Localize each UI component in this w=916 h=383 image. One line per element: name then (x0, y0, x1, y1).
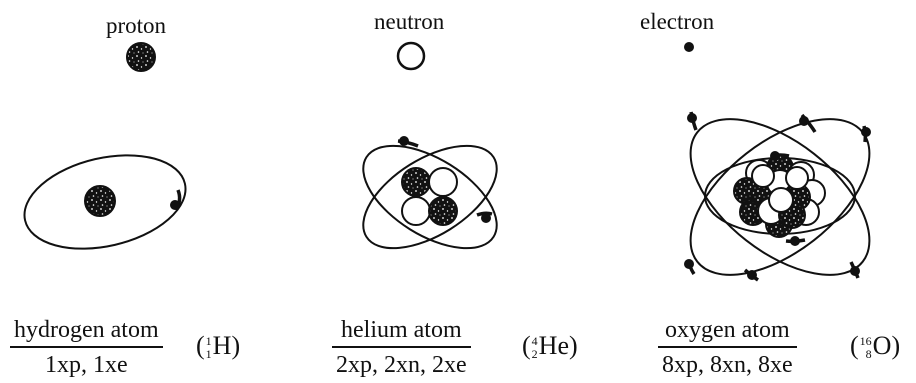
helium-composition: 2xp, 2xn, 2xe (336, 352, 467, 378)
hydrogen-atomic-number: 1 (205, 347, 212, 362)
proton-label: proton (106, 13, 167, 38)
oxygen-neutron (751, 164, 775, 188)
helium-neutron (428, 167, 458, 197)
helium-proton (401, 167, 431, 197)
oxygen-electron (799, 113, 817, 133)
hydrogen-mass-number: 1 (205, 334, 212, 349)
electron-legend-icon (684, 42, 694, 52)
oxygen-composition: 8xp, 8xn, 8xe (662, 352, 793, 378)
helium-caption: helium atom 2xp, 2xn, 2xe (332, 318, 471, 377)
helium-atomic-number: 2 (531, 347, 538, 362)
oxygen-electron (785, 236, 806, 246)
helium-name: helium atom (332, 318, 471, 348)
hydrogen-caption: hydrogen atom 1xp, 1xe (10, 318, 163, 377)
hydrogen-electron (170, 189, 182, 211)
helium-neutron (401, 196, 431, 226)
oxygen-electron (743, 268, 759, 282)
oxygen-element-symbol: O (872, 331, 892, 360)
hydrogen-proton (84, 185, 116, 217)
hydrogen-element-symbol: H (212, 331, 232, 360)
hydrogen-orbit (23, 154, 187, 250)
helium-orbit-2 (362, 144, 498, 250)
oxygen-electron (770, 151, 790, 161)
oxygen-atomic-number: 8 (865, 347, 872, 362)
hydrogen-atom-model (23, 154, 187, 250)
hydrogen-name: hydrogen atom (10, 318, 163, 348)
electron-label: electron (640, 9, 715, 34)
oxygen-name: oxygen atom (658, 318, 797, 348)
helium-orbit-1 (362, 144, 498, 250)
proton-legend-icon (126, 42, 156, 72)
helium-element-symbol: He (538, 331, 569, 360)
helium-electron (476, 211, 493, 223)
oxygen-electron (849, 261, 860, 279)
neutron-label: neutron (374, 9, 445, 34)
helium-mass-number: 4 (531, 334, 538, 349)
hydrogen-composition: 1xp, 1xe (44, 352, 128, 378)
helium-electron (397, 136, 419, 148)
oxygen-neutron (768, 187, 794, 213)
oxygen-electron (861, 125, 871, 143)
oxygen-caption: oxygen atom 8xp, 8xn, 8xe (658, 318, 797, 377)
neutron-legend-icon (396, 41, 426, 71)
oxygen-orbit-1 (689, 118, 871, 276)
oxygen-electron (687, 111, 698, 131)
oxygen-mass-number: 16 (859, 334, 872, 349)
oxygen-atom-model (684, 111, 871, 282)
helium-proton (428, 196, 458, 226)
oxygen-electron (684, 259, 696, 275)
oxygen-neutron (785, 166, 809, 190)
helium-atom-model (362, 136, 498, 250)
